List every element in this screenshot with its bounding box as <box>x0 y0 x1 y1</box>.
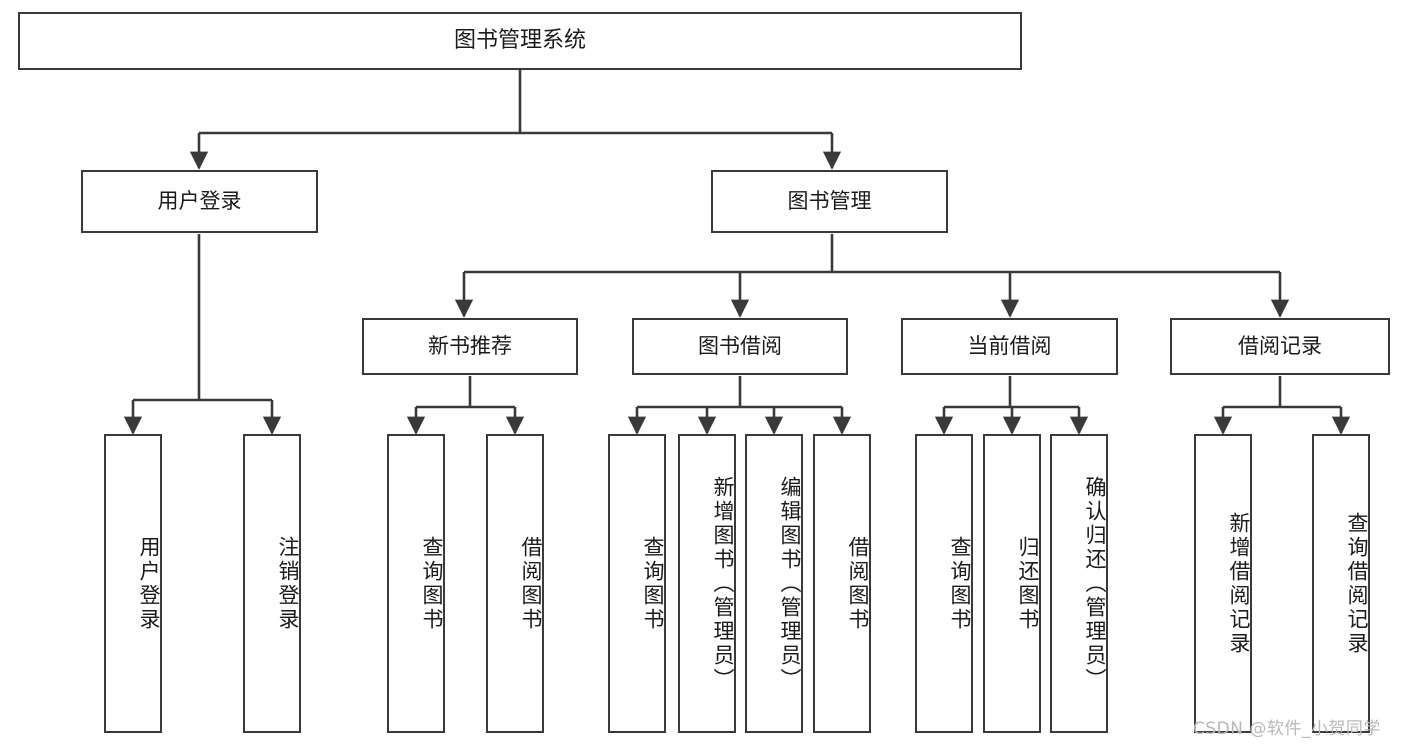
node-book-borrow[interactable]: 图书借阅 <box>632 318 848 375</box>
node-book-management[interactable]: 图书管理 <box>711 170 948 233</box>
node-label: 编辑图书（管理员） <box>778 475 802 692</box>
node-label: 注销登录 <box>276 535 300 632</box>
node-current-borrow[interactable]: 当前借阅 <box>901 318 1118 375</box>
node-label: 确认归还（管理员） <box>1083 475 1107 692</box>
leaf-user-login-login[interactable]: 用户登录 <box>104 434 162 733</box>
leaf-user-login-logout[interactable]: 注销登录 <box>243 434 301 733</box>
node-label: 图书管理系统 <box>453 27 586 53</box>
node-label: 归还图书 <box>1016 535 1040 632</box>
node-label: 图书借阅 <box>698 333 782 358</box>
node-label: 新增借阅记录 <box>1227 511 1251 656</box>
leaf-book-borrow-borrow[interactable]: 借阅图书 <box>813 434 871 733</box>
node-user-login[interactable]: 用户登录 <box>81 170 318 233</box>
node-root-book-management-system[interactable]: 图书管理系统 <box>18 12 1022 70</box>
node-label: 借阅记录 <box>1238 333 1322 358</box>
leaf-new-book-borrow[interactable]: 借阅图书 <box>486 434 544 733</box>
node-label: 用户登录 <box>137 535 161 632</box>
node-label: 查询图书 <box>641 535 665 632</box>
leaf-borrow-record-add[interactable]: 新增借阅记录 <box>1194 434 1252 733</box>
node-label: 图书管理 <box>787 188 872 213</box>
node-borrow-record[interactable]: 借阅记录 <box>1170 318 1390 375</box>
node-label: 新书推荐 <box>428 333 512 358</box>
node-label: 查询图书 <box>948 535 972 632</box>
leaf-book-borrow-add[interactable]: 新增图书（管理员） <box>678 434 736 733</box>
leaf-book-borrow-edit[interactable]: 编辑图书（管理员） <box>745 434 803 733</box>
leaf-book-borrow-query[interactable]: 查询图书 <box>608 434 666 733</box>
node-label: 用户登录 <box>157 188 242 213</box>
node-label: 查询借阅记录 <box>1345 511 1369 656</box>
node-label: 查询图书 <box>420 535 444 632</box>
leaf-current-borrow-confirm-return[interactable]: 确认归还（管理员） <box>1050 434 1108 733</box>
node-label: 借阅图书 <box>846 535 870 632</box>
node-label: 新增图书（管理员） <box>711 475 735 692</box>
node-new-book-recommend[interactable]: 新书推荐 <box>362 318 578 375</box>
leaf-new-book-query[interactable]: 查询图书 <box>387 434 445 733</box>
node-label: 当前借阅 <box>967 333 1052 358</box>
leaf-borrow-record-query[interactable]: 查询借阅记录 <box>1312 434 1370 733</box>
node-label: 借阅图书 <box>519 535 543 632</box>
leaf-current-borrow-return[interactable]: 归还图书 <box>983 434 1041 733</box>
watermark-csdn: CSDN @软件_小贺同学 <box>1193 719 1381 739</box>
leaf-current-borrow-query[interactable]: 查询图书 <box>915 434 973 733</box>
